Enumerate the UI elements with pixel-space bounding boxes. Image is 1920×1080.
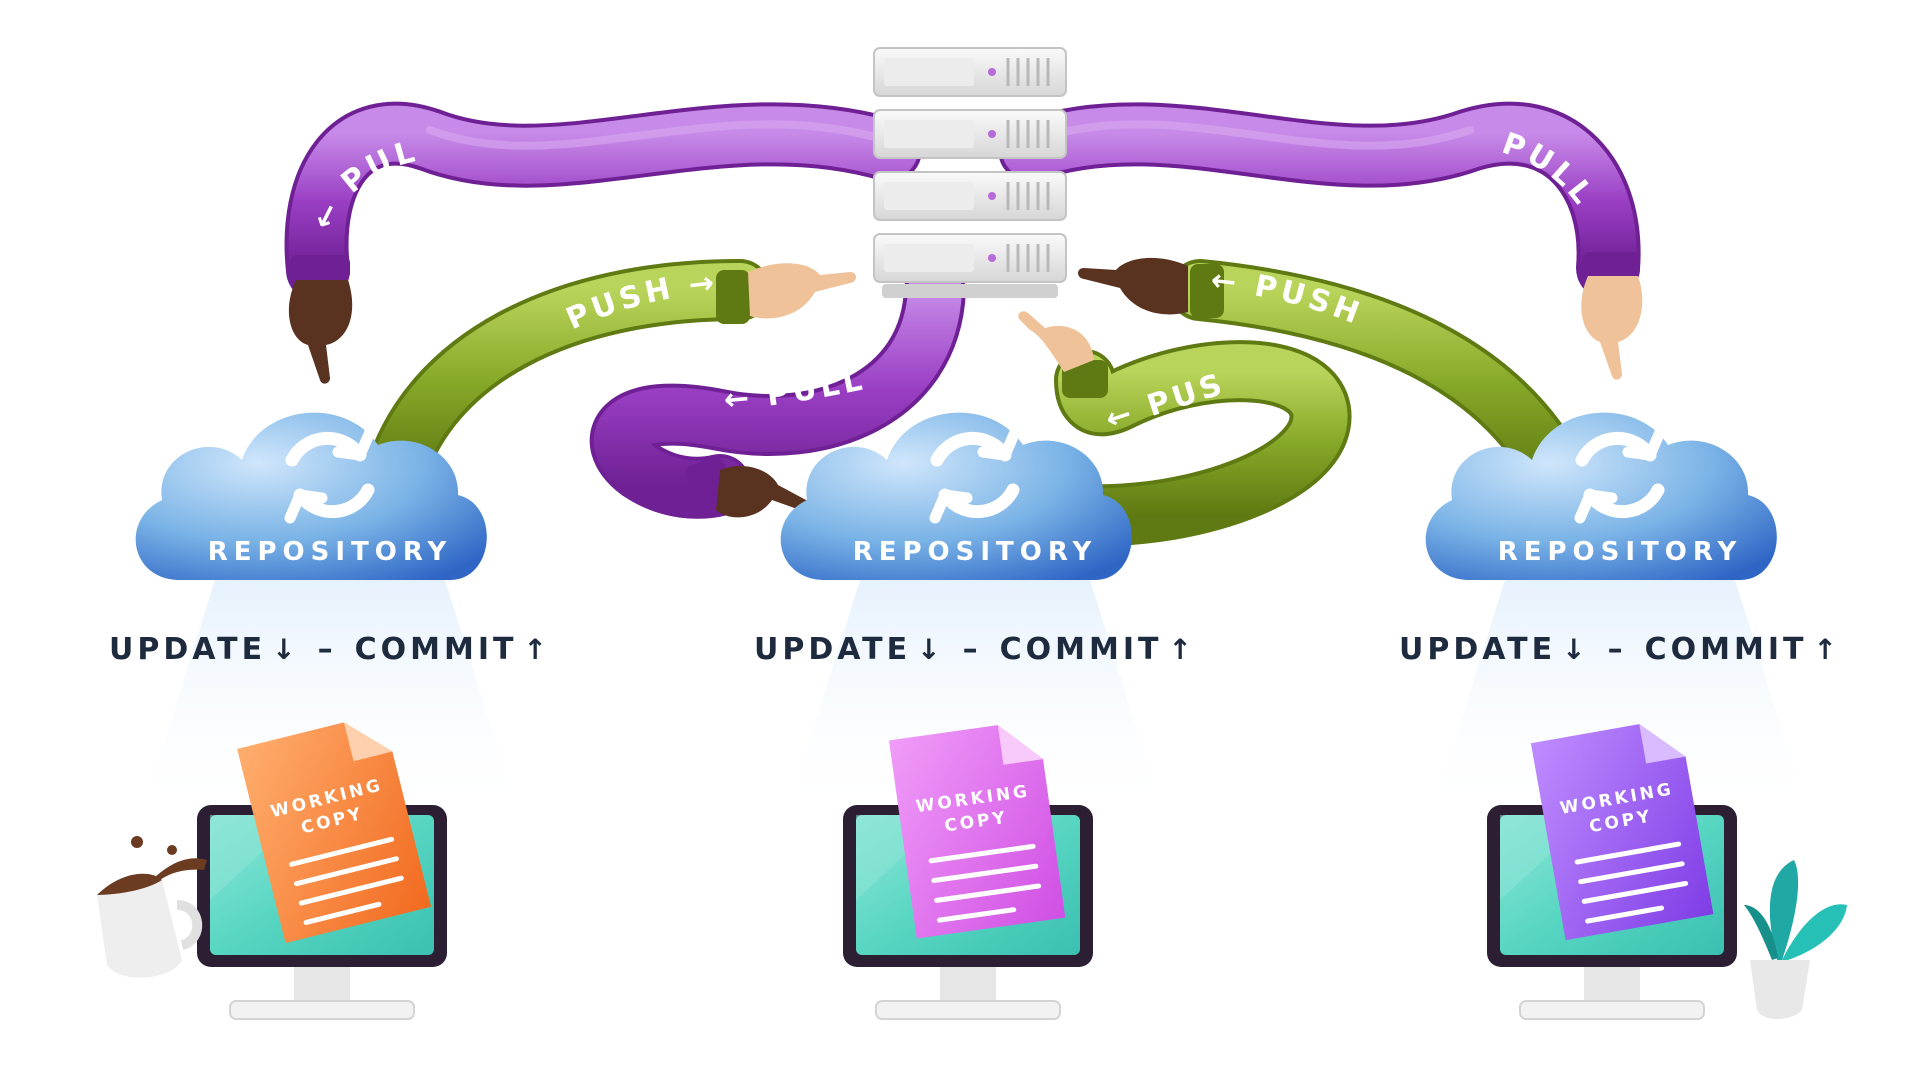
sync-icon [1574, 426, 1666, 524]
push-tube-right [1169, 259, 1591, 511]
repository-label: REPOSITORY [853, 537, 1098, 567]
repository-cloud-left: REPOSITORY [135, 412, 487, 580]
push-tube-center [1049, 340, 1352, 547]
workstation-left: WORKING COPY [97, 722, 447, 1020]
document-icon: WORKING COPY [237, 722, 432, 944]
workstation-center: WORKING COPY [843, 725, 1093, 1020]
workstation-right: WORKING COPY [1487, 724, 1847, 1020]
hand-icon [288, 257, 1643, 518]
plant-icon [1744, 860, 1847, 1019]
document-icon: WORKING COPY [888, 725, 1066, 939]
light-beams [140, 580, 1810, 820]
sync-icon [929, 426, 1021, 524]
push-tube-left [364, 259, 771, 506]
pull-tube-left [284, 101, 922, 302]
pull-tube-right [998, 101, 1641, 300]
repository-cloud-center: REPOSITORY [780, 412, 1132, 580]
server-icon [873, 47, 1067, 298]
repository-label: REPOSITORY [208, 537, 453, 567]
document-icon: WORKING COPY [1530, 724, 1714, 941]
pull-tube-center [589, 259, 966, 519]
repository-label: REPOSITORY [1498, 537, 1743, 567]
repository-cloud-right: REPOSITORY [1425, 412, 1777, 580]
sync-icon [284, 426, 376, 524]
mug-icon [97, 836, 207, 978]
